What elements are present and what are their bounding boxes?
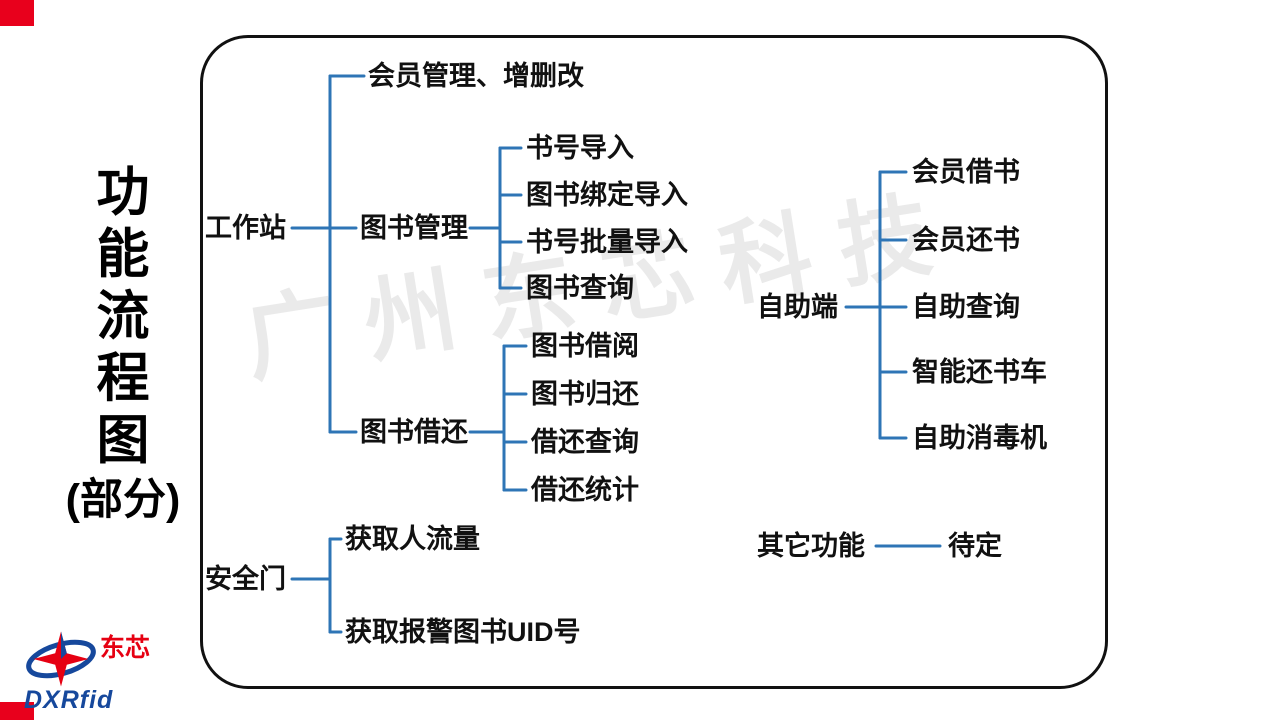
title-char: 能 <box>96 225 150 284</box>
node-member-return: 会员还书 <box>912 225 1020 255</box>
node-member-borrow: 会员借书 <box>912 157 1020 187</box>
node-alarm-uid: 获取报警图书UID号 <box>345 617 581 647</box>
node-workstation: 工作站 <box>205 213 286 243</box>
node-tbd: 待定 <box>948 531 1002 561</box>
node-book-bind-import: 图书绑定导入 <box>526 180 688 210</box>
corner-bar-top <box>0 0 34 26</box>
logo-star-icon <box>26 631 96 687</box>
book-mgmt-bracket <box>468 146 523 290</box>
node-security-gate: 安全门 <box>205 564 286 594</box>
node-book-mgmt: 图书管理 <box>360 213 468 243</box>
corner-bar-bottom <box>0 702 34 720</box>
node-people-flow: 获取人流量 <box>345 524 480 554</box>
diagram-frame <box>200 35 1108 689</box>
node-borrow-return-query: 借还查询 <box>531 427 639 457</box>
security-gate-bracket <box>290 537 343 634</box>
node-member-mgmt: 会员管理、增删改 <box>368 61 584 91</box>
title-char: 流 <box>96 287 150 346</box>
logo-wordmark: DXRfid <box>24 686 114 714</box>
title-char: 程 <box>96 349 150 408</box>
node-book-borrow: 图书借阅 <box>531 331 639 361</box>
logo-ellipse <box>26 639 96 679</box>
company-logo: 东芯 DXRfid <box>22 628 192 718</box>
self-service-bracket <box>844 170 908 440</box>
page-title: 功 能 流 程 图 (部分) <box>38 162 208 526</box>
borrow-return-bracket <box>468 344 528 492</box>
node-book-return: 图书归还 <box>531 379 639 409</box>
node-book-batch-import: 书号批量导入 <box>526 227 688 257</box>
node-self-sterilizer: 自助消毒机 <box>912 423 1047 453</box>
node-book-id-import: 书号导入 <box>526 133 634 163</box>
title-char: 功 <box>96 163 150 222</box>
node-self-query: 自助查询 <box>912 292 1020 322</box>
node-book-borrow-return: 图书借还 <box>360 417 468 447</box>
node-self-service: 自助端 <box>757 292 838 322</box>
workstation-bracket <box>290 74 366 434</box>
node-smart-return-cart: 智能还书车 <box>912 357 1047 387</box>
node-book-query: 图书查询 <box>526 273 634 303</box>
node-borrow-return-stats: 借还统计 <box>531 475 639 505</box>
title-char: 图 <box>96 411 150 470</box>
node-other-functions: 其它功能 <box>757 531 865 561</box>
title-subtitle: (部分) <box>65 476 181 524</box>
logo-star-facet <box>61 631 67 659</box>
logo-star <box>33 631 89 687</box>
logo-brand-text: 东芯 <box>100 634 151 662</box>
